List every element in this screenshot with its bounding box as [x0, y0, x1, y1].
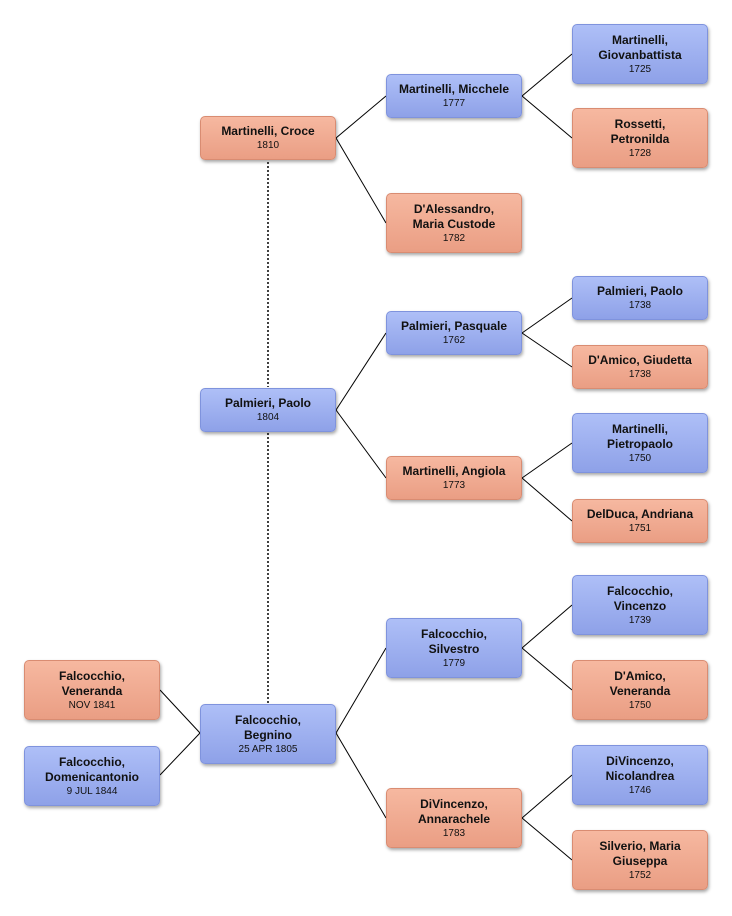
- person-name: Falcocchio, Begnino: [234, 712, 302, 742]
- person-name: Palmieri, Paolo: [596, 284, 684, 298]
- connector: [521, 297, 573, 334]
- person-name: Martinelli, Giovanbattista: [598, 32, 682, 62]
- person-martinelli-pietropaolo[interactable]: Martinelli, Pietropaolo 1750: [572, 413, 708, 473]
- connector: [521, 53, 573, 97]
- person-name: Palmieri, Paolo: [224, 396, 312, 410]
- person-date: 1810: [256, 140, 280, 151]
- person-date: 1779: [442, 657, 466, 669]
- person-name: Falcocchio, Veneranda: [58, 668, 126, 698]
- person-date: 1773: [442, 480, 466, 491]
- person-palmieri-paolo-1738[interactable]: Palmieri, Paolo 1738: [572, 276, 708, 320]
- person-martinelli-micchele[interactable]: Martinelli, Micchele 1777: [386, 74, 522, 118]
- person-name: Martinelli, Croce: [221, 124, 315, 138]
- person-date: 1739: [628, 614, 652, 626]
- connector: [521, 95, 573, 139]
- person-name: Palmieri, Pasquale: [400, 319, 508, 333]
- connector: [521, 442, 573, 479]
- connector: [521, 604, 573, 649]
- person-name: Silverio, Maria Giuseppa: [599, 838, 681, 868]
- connector: [521, 817, 573, 861]
- person-date: NOV 1841: [68, 699, 116, 711]
- person-divincenzo-annarachele[interactable]: DiVincenzo, Annarachele 1783: [386, 788, 522, 848]
- person-date: 1751: [628, 523, 652, 534]
- connector: [335, 137, 387, 224]
- person-falcocchio-silvestro[interactable]: Falcocchio, Silvestro 1779: [386, 618, 522, 678]
- connector: [335, 409, 387, 479]
- person-date: 1738: [628, 300, 652, 311]
- person-falcocchio-begnino[interactable]: Falcocchio, Begnino 25 APR 1805: [200, 704, 336, 764]
- connector: [159, 732, 201, 776]
- person-damico-veneranda[interactable]: D'Amico, Veneranda 1750: [572, 660, 708, 720]
- person-divincenzo-nicolandrea[interactable]: DiVincenzo, Nicolandrea 1746: [572, 745, 708, 805]
- connector: [159, 689, 201, 734]
- person-falcocchio-vincenzo[interactable]: Falcocchio, Vincenzo 1739: [572, 575, 708, 635]
- person-date: 1762: [442, 335, 466, 346]
- person-date: 1725: [628, 63, 652, 75]
- person-name: Falcocchio, Silvestro: [420, 626, 488, 656]
- person-date: 1750: [628, 452, 652, 464]
- person-name: Falcocchio, Domenicantonio: [44, 754, 139, 784]
- person-damico-giudetta[interactable]: D'Amico, Giudetta 1738: [572, 345, 708, 389]
- person-falcocchio-domenicantonio[interactable]: Falcocchio, Domenicantonio 9 JUL 1844: [24, 746, 160, 806]
- person-palmieri-pasquale[interactable]: Palmieri, Pasquale 1762: [386, 311, 522, 355]
- person-date: 1782: [442, 232, 466, 244]
- person-rossetti-petronilda[interactable]: Rossetti, Petronilda 1728: [572, 108, 708, 168]
- person-name: D'Amico, Giudetta: [588, 353, 692, 367]
- connector: [521, 477, 573, 522]
- person-name: Falcocchio, Vincenzo: [606, 583, 674, 613]
- person-palmieri-paolo-1804[interactable]: Palmieri, Paolo 1804: [200, 388, 336, 432]
- person-date: 1752: [628, 869, 652, 881]
- person-name: D'Amico, Veneranda: [609, 668, 671, 698]
- person-date: 25 APR 1805: [238, 743, 298, 755]
- connector: [335, 732, 387, 819]
- person-martinelli-angiola[interactable]: Martinelli, Angiola 1773: [386, 456, 522, 500]
- person-date: 1777: [442, 98, 466, 109]
- person-name: Martinelli, Pietropaolo: [606, 421, 673, 451]
- person-name: DelDuca, Andriana: [586, 507, 694, 521]
- person-name: DiVincenzo, Nicolandrea: [605, 753, 675, 783]
- person-date: 1738: [628, 369, 652, 380]
- person-martinelli-giovanbattista[interactable]: Martinelli, Giovanbattista 1725: [572, 24, 708, 84]
- person-date: 9 JUL 1844: [66, 785, 118, 797]
- connector: [335, 647, 387, 734]
- person-dalessandro-maria-custode[interactable]: D'Alessandro, Maria Custode 1782: [386, 193, 522, 253]
- connector: [335, 332, 387, 411]
- person-date: 1750: [628, 699, 652, 711]
- person-name: Martinelli, Micchele: [398, 82, 510, 96]
- person-delduca-andriana[interactable]: DelDuca, Andriana 1751: [572, 499, 708, 543]
- person-name: Rossetti, Petronilda: [610, 116, 670, 146]
- connector: [521, 774, 573, 819]
- person-silverio-maria-giuseppa[interactable]: Silverio, Maria Giuseppa 1752: [572, 830, 708, 890]
- connector: [335, 95, 387, 139]
- connector: [521, 332, 573, 368]
- person-date: 1804: [256, 412, 280, 423]
- person-martinelli-croce[interactable]: Martinelli, Croce 1810: [200, 116, 336, 160]
- person-date: 1783: [442, 827, 466, 839]
- person-name: DiVincenzo, Annarachele: [417, 796, 491, 826]
- connector: [521, 647, 573, 691]
- person-falcocchio-veneranda-1841[interactable]: Falcocchio, Veneranda NOV 1841: [24, 660, 160, 720]
- person-name: D'Alessandro, Maria Custode: [412, 201, 496, 231]
- person-date: 1746: [628, 784, 652, 796]
- person-date: 1728: [628, 147, 652, 159]
- person-name: Martinelli, Angiola: [402, 464, 506, 478]
